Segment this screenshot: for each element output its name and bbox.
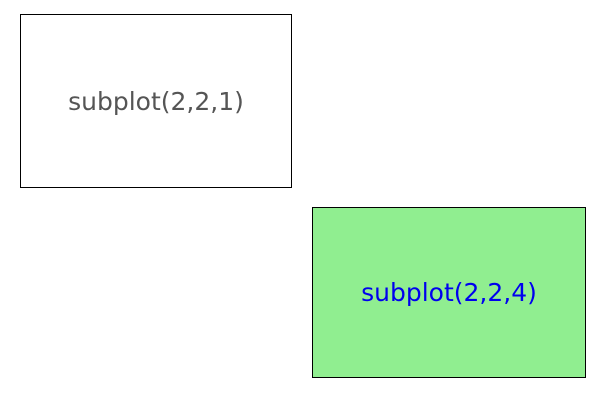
subplot-221-label: subplot(2,2,1) xyxy=(68,86,244,116)
subplot-224: subplot(2,2,4) xyxy=(312,207,586,378)
subplot-221: subplot(2,2,1) xyxy=(20,14,292,188)
subplot-224-label: subplot(2,2,4) xyxy=(361,278,537,307)
